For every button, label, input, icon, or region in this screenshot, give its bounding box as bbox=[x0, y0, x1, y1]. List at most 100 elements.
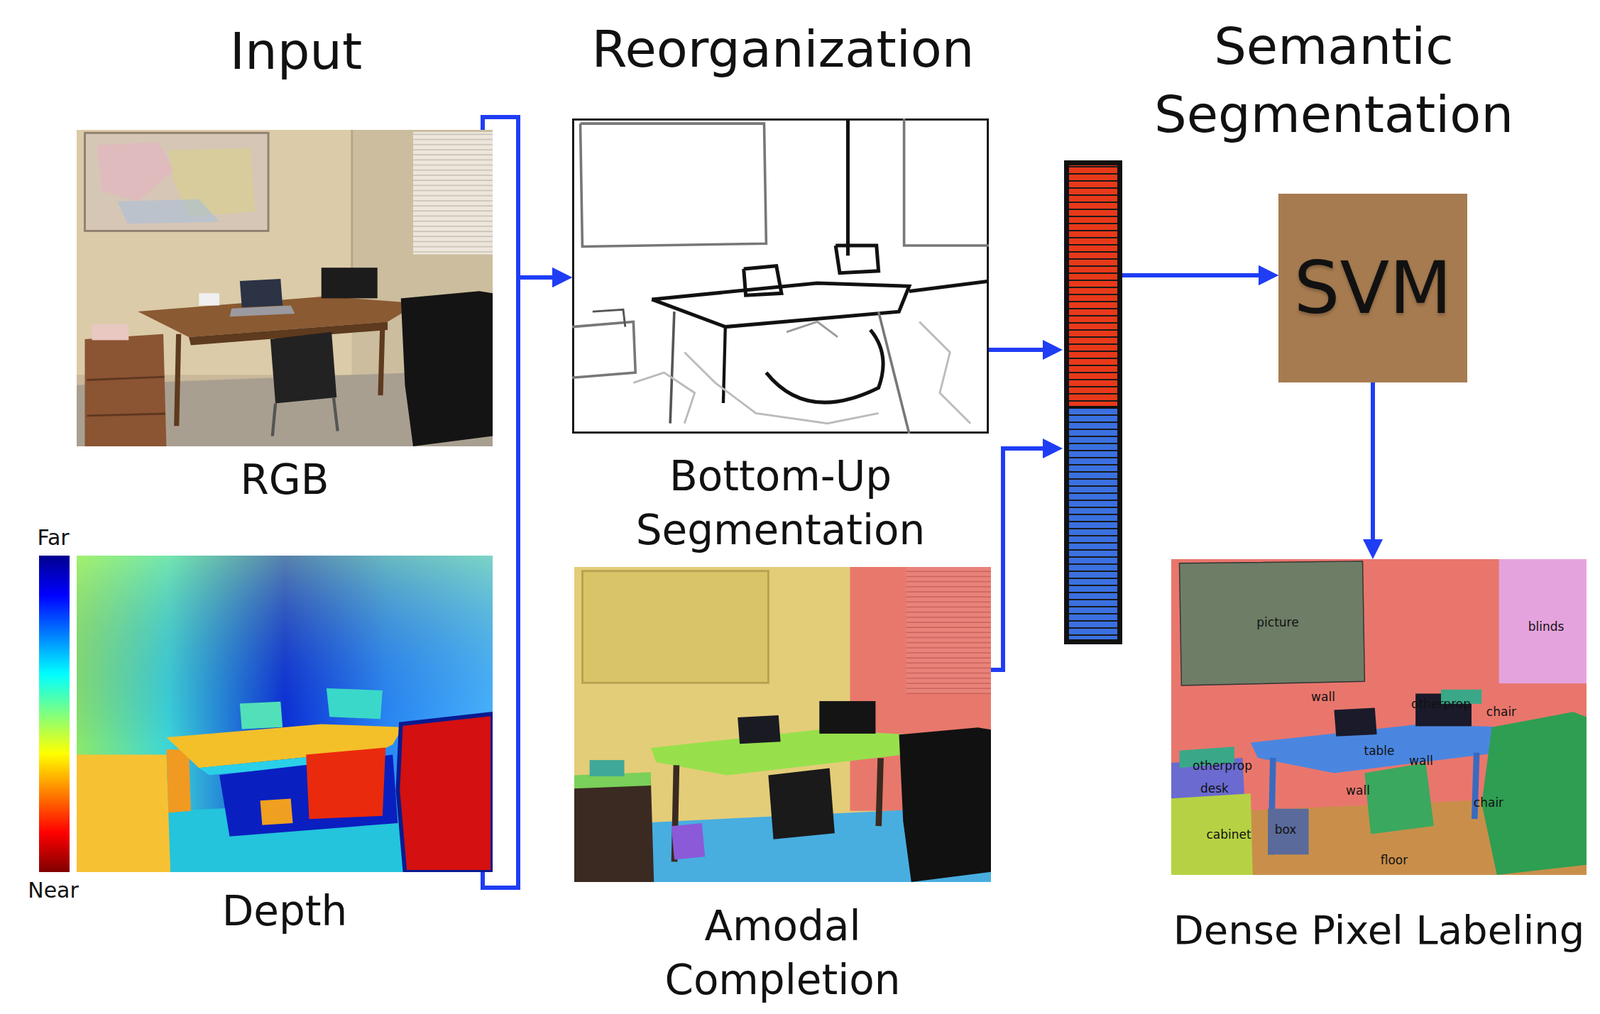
rgb-photo-part bbox=[84, 334, 167, 447]
connector bbox=[1372, 382, 1374, 540]
class-label: desk bbox=[1200, 781, 1229, 796]
labeled-image-part bbox=[1499, 559, 1587, 684]
contour-image-part bbox=[878, 311, 910, 434]
class-label: blinds bbox=[1528, 619, 1565, 634]
column-title: Semantic Segmentation bbox=[1106, 12, 1561, 149]
rgb-photo-part bbox=[272, 403, 276, 437]
amodal-image-part bbox=[671, 823, 705, 861]
rgb-photo-part bbox=[92, 323, 130, 341]
contour-image-part bbox=[684, 352, 879, 424]
rgb-photo bbox=[76, 129, 493, 447]
rgb-photo-part bbox=[380, 325, 383, 396]
amodal-image-part bbox=[906, 567, 991, 695]
amodal-image-part bbox=[650, 729, 912, 776]
contour-image-part bbox=[909, 281, 989, 292]
amodal-image-part bbox=[768, 768, 835, 840]
image-caption: Depth bbox=[222, 886, 348, 937]
amodal-image-part bbox=[737, 715, 781, 744]
image-caption: Dense Pixel Labeling bbox=[1173, 906, 1586, 955]
contour-image-part bbox=[670, 311, 675, 424]
contour-image-part bbox=[846, 118, 850, 256]
rgb-photo-part bbox=[86, 376, 164, 380]
labeled-image-part bbox=[1250, 724, 1508, 774]
class-label: chair bbox=[1486, 704, 1517, 720]
depth-map bbox=[76, 555, 493, 873]
class-label: box bbox=[1274, 822, 1297, 837]
depth-map-part bbox=[76, 755, 171, 873]
connector-line bbox=[990, 448, 1043, 671]
connector-head bbox=[1042, 438, 1063, 459]
contour-image-part bbox=[633, 372, 695, 424]
depth-map-part bbox=[76, 555, 493, 873]
depth-map-part bbox=[305, 747, 386, 820]
rgb-photo-part bbox=[229, 305, 295, 317]
contour-image-part bbox=[723, 327, 726, 404]
rgb-photo-part bbox=[76, 129, 493, 447]
connector bbox=[482, 277, 553, 889]
contour-image-part bbox=[572, 119, 988, 433]
rgb-photo-part bbox=[321, 267, 378, 299]
class-label: table bbox=[1363, 743, 1395, 759]
column-title: Input bbox=[229, 20, 363, 82]
depth-colorbar bbox=[39, 555, 70, 873]
labeled-image-part bbox=[1171, 793, 1253, 876]
contour-image-part bbox=[580, 123, 767, 247]
contour-image-part bbox=[904, 118, 989, 246]
connector-line bbox=[482, 277, 553, 889]
connector bbox=[990, 275, 1259, 671]
class-label: wall bbox=[1409, 753, 1434, 769]
segmentation-image: Bottom-Up Segmentation bbox=[572, 118, 989, 434]
image-caption: Amodal Completion bbox=[612, 899, 954, 1008]
amodal-image-part bbox=[899, 727, 991, 883]
box-label: SVM bbox=[1294, 246, 1453, 330]
rgb-photo-part bbox=[401, 291, 493, 447]
labeled-image-part bbox=[1333, 708, 1377, 737]
rgb-photo-part bbox=[117, 199, 220, 225]
amodal-image bbox=[574, 567, 991, 883]
svm-box: SVM bbox=[1278, 193, 1468, 383]
rgb-photo-part bbox=[97, 141, 174, 201]
scale-label: Near bbox=[27, 878, 79, 904]
class-label: wall bbox=[1311, 689, 1336, 705]
class-label: cabinet bbox=[1206, 827, 1251, 842]
labeled-image-part bbox=[1364, 763, 1434, 835]
depth-map-part bbox=[326, 688, 383, 720]
class-label: wall bbox=[1345, 783, 1371, 798]
amodal-image-part bbox=[582, 571, 769, 684]
depth-map-part bbox=[397, 714, 493, 873]
class-label: picture bbox=[1256, 615, 1299, 630]
contour-image-part bbox=[835, 245, 879, 274]
amodal-image-part bbox=[878, 758, 881, 827]
rgb-photo-part bbox=[198, 293, 220, 306]
depth-image: Depth bbox=[76, 555, 493, 873]
amodal-image-part bbox=[819, 701, 876, 734]
rgb-photo-part bbox=[84, 132, 269, 231]
connector-line bbox=[1370, 382, 1375, 540]
connector-line bbox=[1122, 273, 1259, 278]
rgb-photo-part bbox=[239, 278, 283, 308]
labeled-image-part bbox=[1481, 711, 1587, 876]
amodal-image-box: Amodal Completion bbox=[574, 567, 991, 883]
rgb-photo-part bbox=[333, 397, 338, 431]
labeled-image-part bbox=[1267, 809, 1309, 856]
feature-vector-part bbox=[1069, 408, 1118, 640]
feature-vector bbox=[1064, 160, 1123, 645]
contour-image-part bbox=[765, 330, 884, 403]
contour-image-part bbox=[786, 321, 838, 337]
rgb-photo-part bbox=[413, 132, 493, 255]
connector bbox=[482, 117, 553, 278]
contour-image-part bbox=[592, 309, 626, 327]
amodal-image-part bbox=[574, 780, 654, 883]
contour-image-part bbox=[919, 321, 971, 424]
contour-image-part bbox=[572, 321, 636, 378]
depth-map-part bbox=[76, 555, 493, 873]
depth-colorbar-part bbox=[39, 555, 70, 873]
connector-line bbox=[1122, 273, 1259, 278]
class-label: floor bbox=[1380, 853, 1409, 868]
column-title: Reorganization bbox=[592, 18, 975, 80]
rgb-image: RGB bbox=[76, 129, 493, 447]
connector-head bbox=[1042, 340, 1063, 360]
contour-image-part bbox=[743, 266, 782, 297]
feature-vector-part bbox=[1064, 160, 1123, 645]
